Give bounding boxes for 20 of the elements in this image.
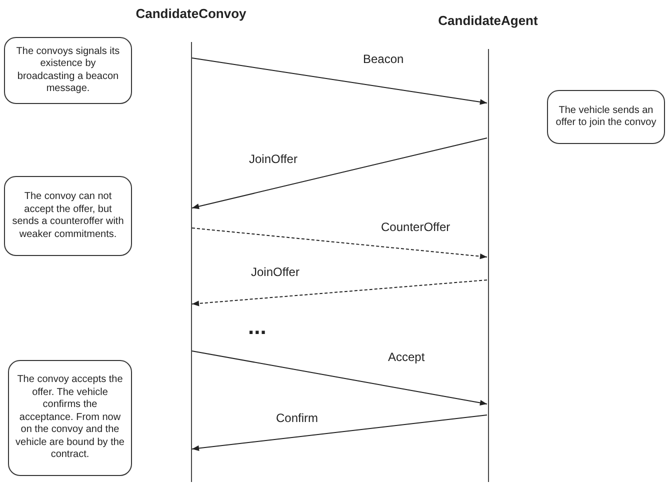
edge-label: Accept [387,350,426,364]
note-box: The convoy accepts the offer. The vehicle confirms the acceptance. From now on the convoy and the vehicle are bound by the contract. [8,360,132,476]
note-box: The convoys signals its existence by broadcasting a beacon message. [4,37,132,104]
participant-lifeline [134,6,248,482]
ellipsis-text: ... [248,318,266,336]
edge-label: JoinOffer [250,265,300,279]
message-arrow [192,228,488,260]
message-arrow [192,414,488,451]
edge-label: CounterOffer [380,220,452,234]
edge-label: Confirm [275,411,320,425]
participant-name: CandidateConvoy [134,6,248,21]
message-arrow [192,58,488,105]
note-box: The vehicle sends an offer to join the convoy [547,90,665,144]
participant-name: CandidateAgent [437,13,539,28]
message-arrow [192,138,488,210]
message-arrow [192,280,488,306]
note-box: The convoy can not accept the offer, but sends a counteroffer with weaker commitments. [4,176,132,256]
message-arrow [192,350,488,406]
edge-label: Beacon [362,52,405,66]
edge-label: JoinOffer [248,152,298,166]
